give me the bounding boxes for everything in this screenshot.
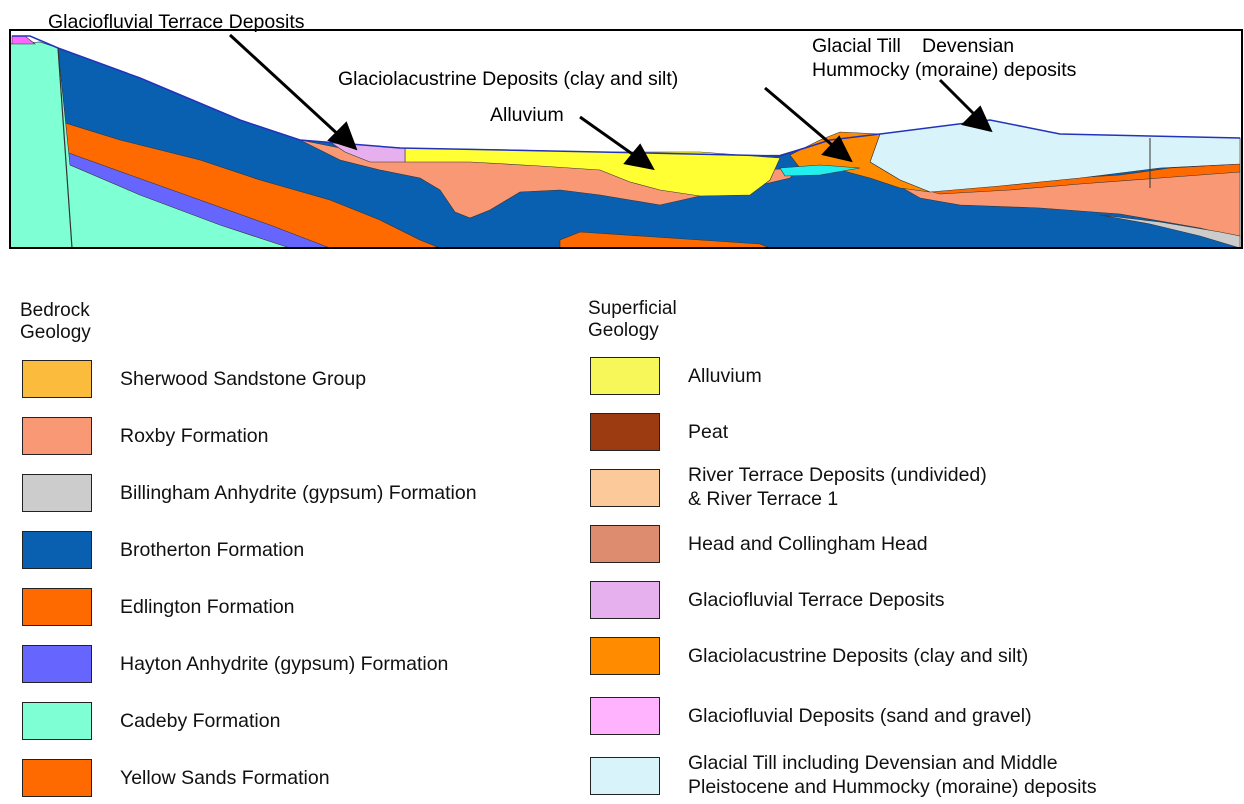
bedrock-swatch [22,360,92,398]
arrow-glaciofluvial [228,33,344,140]
bedrock-legend-item: Billingham Anhydrite (gypsum) Formation [22,474,622,514]
bedrock-legend-item: Hayton Anhydrite (gypsum) Formation [22,645,622,685]
superficial-legend-item: Glacial Till including Devensian and Mid… [590,752,1190,798]
bedrock-legend-label: Yellow Sands Formation [120,767,330,789]
superficial-legend-label: Glaciofluvial Deposits (sand and gravel) [688,705,1032,727]
superficial-swatch [590,413,660,451]
superficial-legend-item: Glaciolacustrine Deposits (clay and silt… [590,637,1190,677]
section-border [9,29,1243,249]
bedrock-legend-item: Sherwood Sandstone Group [22,360,622,400]
superficial-legend-label: Glaciolacustrine Deposits (clay and silt… [688,645,1029,667]
bedrock-legend-item: Roxby Formation [22,417,622,457]
bedrock-legend-item: Brotherton Formation [22,531,622,571]
bedrock-legend-label: Cadeby Formation [120,710,281,732]
superficial-swatch [590,581,660,619]
bedrock-swatch [22,417,92,455]
arrow-till [938,78,980,120]
bedrock-legend-item: Yellow Sands Formation [22,759,622,799]
billingham-layer [1099,214,1241,249]
bedrock-swatch [22,474,92,512]
bedrock-swatch [22,645,92,683]
superficial-legend-label: River Terrace Deposits (undivided) & Riv… [688,464,987,510]
bedrock-legend-label: Edlington Formation [120,596,295,618]
superficial-legend-item: Peat [590,413,1190,453]
superficial-legend-label: Head and Collingham Head [688,533,928,555]
arrowhead-till [961,105,993,133]
bedrock-swatch [22,702,92,740]
superficial-legend-item: Head and Collingham Head [590,525,1190,565]
bedrock-swatch [22,531,92,569]
bedrock-swatch [22,759,92,797]
callout-glaciofluvial-terrace: Glaciofluvial Terrace Deposits [48,11,305,33]
superficial-swatch [590,637,660,675]
arrow-glaciolacustrine [764,86,839,152]
bedrock-legend-label: Roxby Formation [120,425,269,447]
bedrock-legend-item: Cadeby Formation [22,702,622,742]
bedrock-legend-label: Sherwood Sandstone Group [120,368,367,390]
bedrock-legend-label: Hayton Anhydrite (gypsum) Formation [120,653,449,675]
callout-hummocky: Hummocky (moraine) deposits [812,59,1077,81]
geological-cross-section: Glaciofluvial Terrace Deposits Glaciolac… [9,11,1243,249]
superficial-legend-label: Glacial Till including Devensian and Mid… [688,752,1097,798]
bedrock-legend-title: Bedrock Geology [20,300,91,343]
superficial-legend-item: Glaciofluvial Deposits (sand and gravel) [590,697,1190,737]
bedrock-legend-label: Brotherton Formation [120,539,305,561]
arrowhead-glaciolacustrine [821,135,853,163]
callout-glaciolacustrine: Glaciolacustrine Deposits (clay and silt… [338,68,678,90]
bedrock-legend-item: Edlington Formation [22,588,622,628]
superficial-swatch [590,525,660,563]
callout-arrows [228,33,993,171]
superficial-legend-title: Superficial Geology [588,298,677,341]
callout-glacial-till: Glacial Till [812,35,901,57]
fault-line-left [57,47,73,249]
superficial-swatch [590,757,660,795]
superficial-legend-item: Alluvium [590,357,1190,397]
superficial-swatch [590,469,660,507]
bedrock-legend-label: Billingham Anhydrite (gypsum) Formation [120,482,477,504]
superficial-legend-item: River Terrace Deposits (undivided) & Riv… [590,464,1190,510]
arrowhead-glaciofluvial [327,121,358,151]
superficial-legend-label: Peat [688,421,729,443]
callout-alluvium: Alluvium [490,104,564,126]
superficial-legend-label: Alluvium [688,365,762,387]
superficial-swatch [590,357,660,395]
callout-devensian: Devensian [922,35,1014,57]
superficial-swatch [590,697,660,735]
superficial-legend-label: Glaciofluvial Terrace Deposits [688,589,945,611]
arrow-alluvium [579,115,639,160]
superficial-legend-item: Glaciofluvial Terrace Deposits [590,581,1190,621]
arrowhead-alluvium [623,143,655,171]
cyan-lens [779,164,861,177]
bedrock-swatch [22,588,92,626]
